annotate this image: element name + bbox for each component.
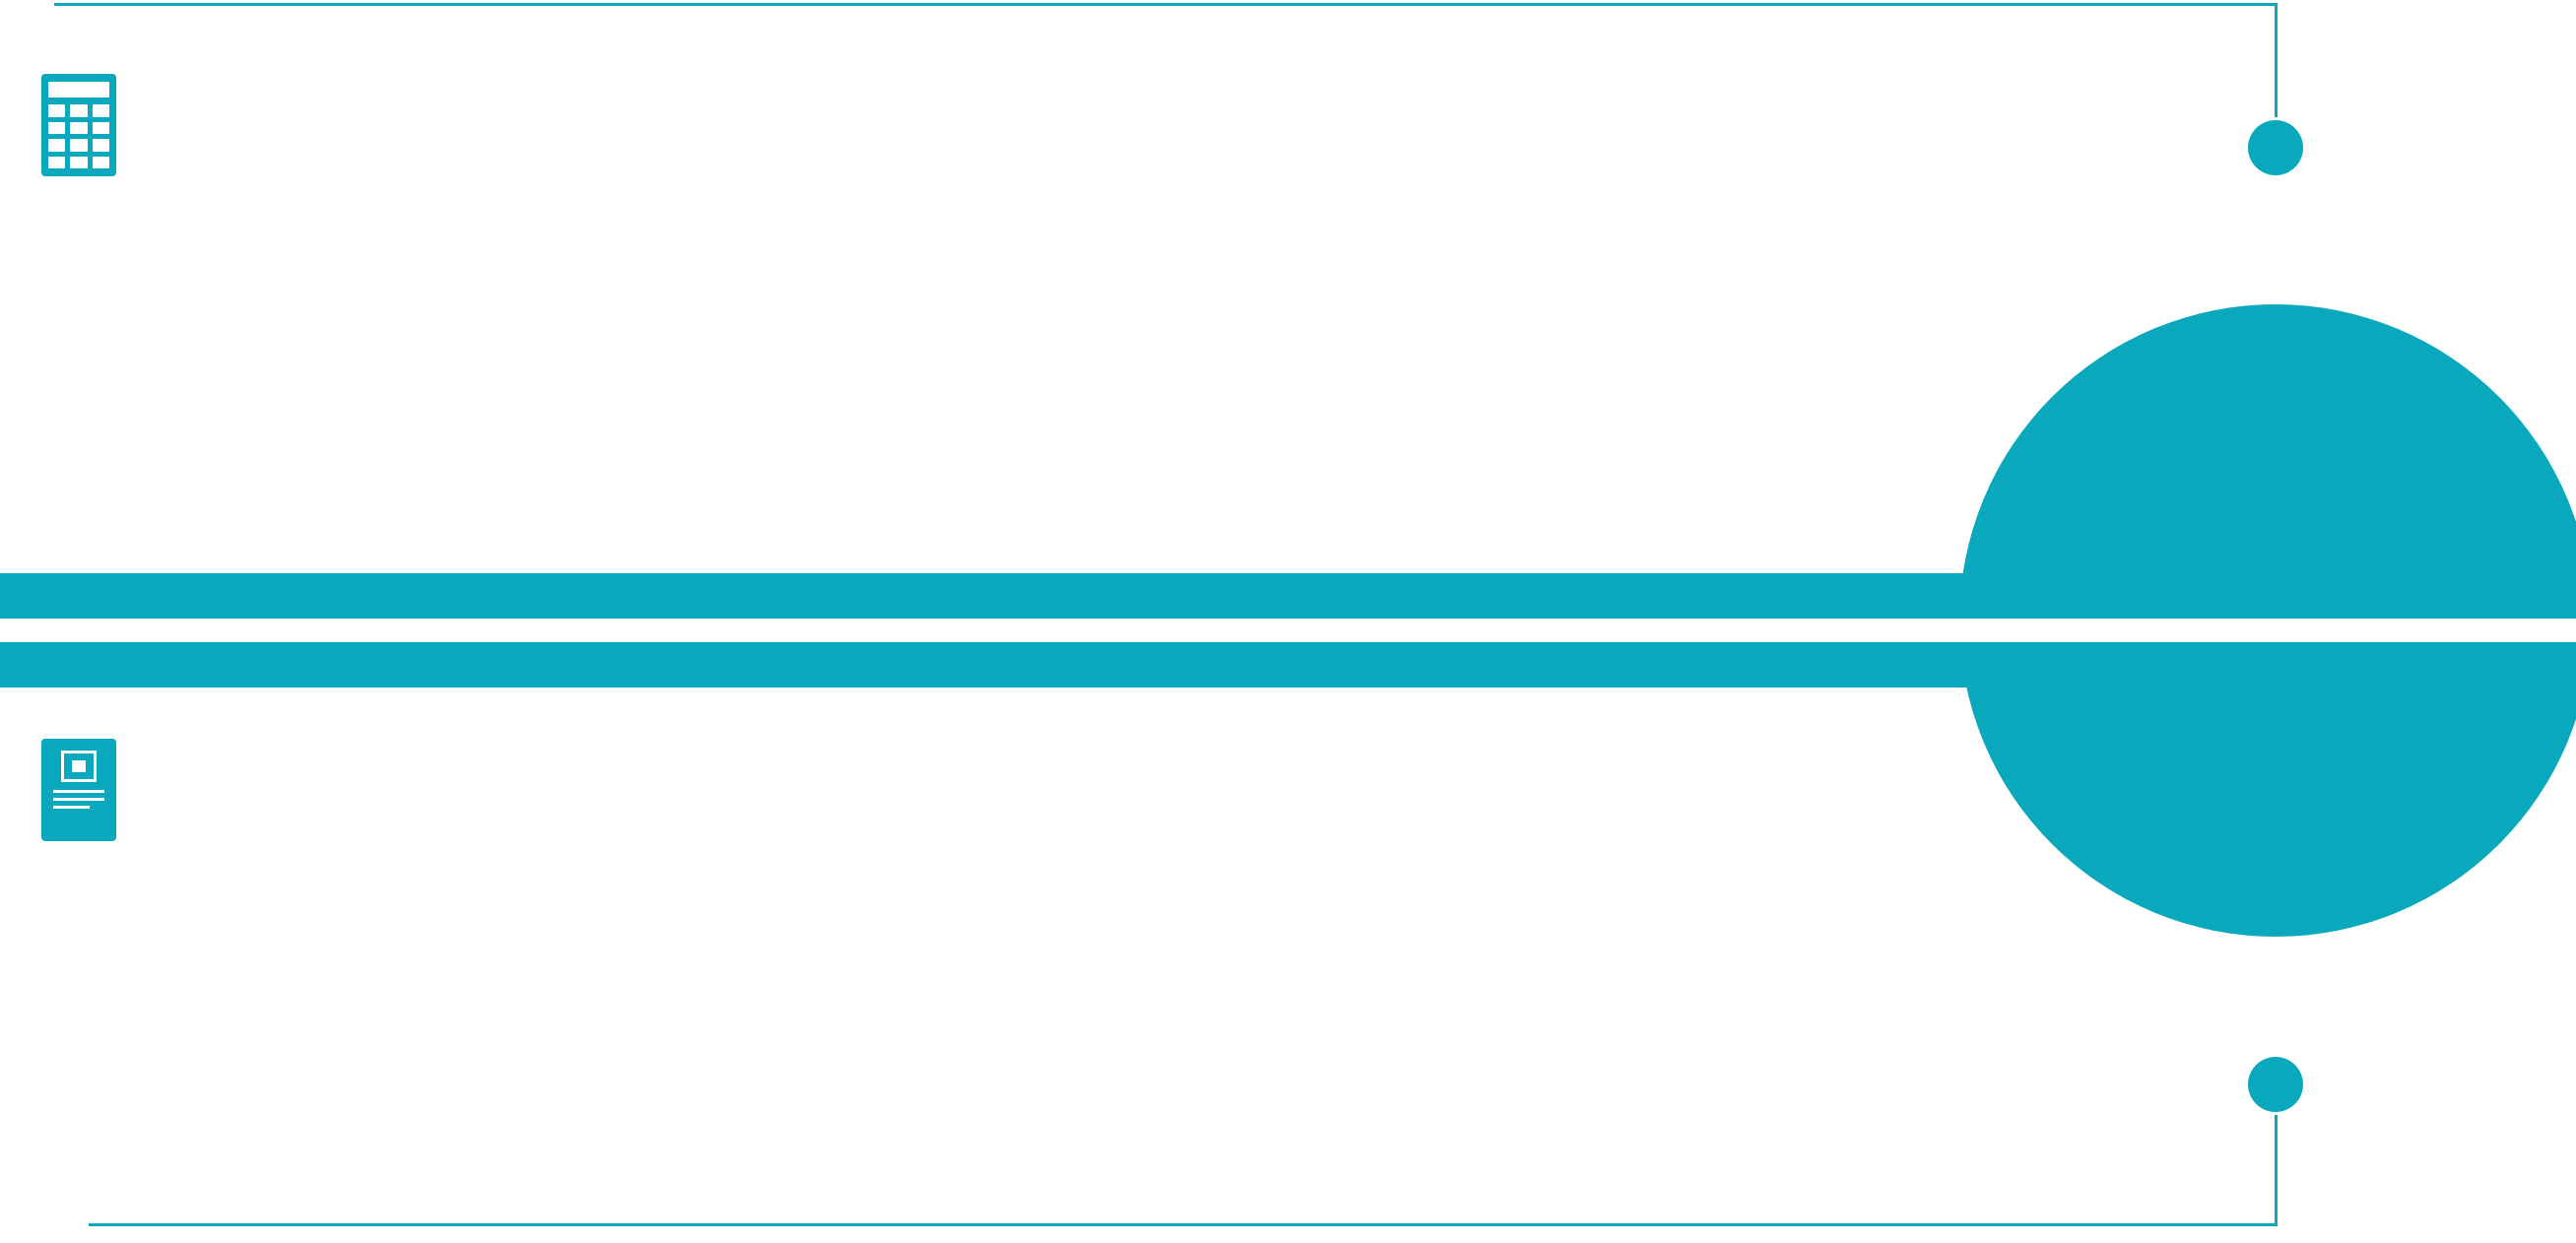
- calculator-key: [70, 156, 88, 168]
- bottom-right-connector-line: [2275, 1115, 2278, 1223]
- calculator-key: [48, 156, 66, 168]
- calculator-icon: [41, 74, 116, 176]
- calculator-key: [48, 104, 66, 117]
- calculator-key: [92, 121, 109, 134]
- circle-split-stripe: [0, 619, 2576, 642]
- calculator-key: [92, 104, 109, 117]
- calculator-key: [70, 139, 88, 152]
- top-connector-dot: [2248, 120, 2303, 175]
- document-icon: [41, 739, 116, 841]
- top-right-connector-line: [2275, 3, 2278, 117]
- document-text-line: [53, 790, 104, 793]
- calculator-key: [92, 139, 109, 152]
- document-image-placeholder: [61, 751, 97, 782]
- calculator-keypad: [48, 104, 109, 168]
- calculator-key: [70, 104, 88, 117]
- calculator-key: [92, 156, 109, 168]
- calculator-key: [48, 139, 66, 152]
- bottom-frame-line: [89, 1223, 2278, 1226]
- document-text-line: [53, 806, 91, 809]
- document-text-line: [53, 798, 104, 801]
- calculator-key: [48, 121, 66, 134]
- document-text-lines: [53, 790, 104, 809]
- calculator-screen: [48, 82, 109, 98]
- timeline-bar-top: [0, 573, 2069, 619]
- top-frame-line: [54, 3, 2278, 6]
- calculator-key: [70, 121, 88, 134]
- timeline-bar-bottom: [0, 642, 2069, 687]
- bottom-connector-dot: [2248, 1057, 2303, 1112]
- document-image-inner: [72, 760, 86, 772]
